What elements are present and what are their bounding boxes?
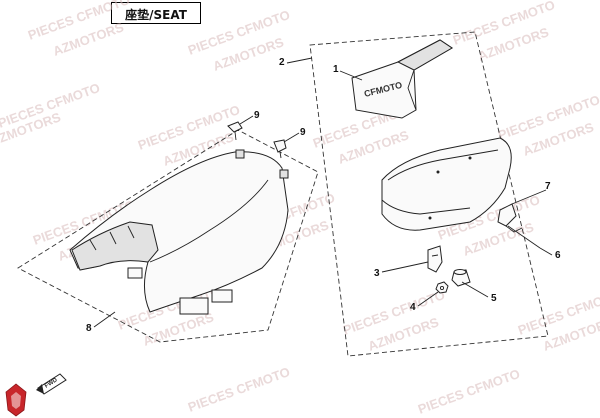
diagram-title: 座垫/SEAT bbox=[125, 8, 187, 22]
title-box: 座垫/SEAT bbox=[111, 2, 201, 24]
part-6-latch-rod bbox=[507, 225, 541, 249]
callout-1: 1 bbox=[333, 64, 339, 75]
seat-assembly-boundary bbox=[17, 129, 319, 343]
callout-4: 4 bbox=[410, 302, 416, 313]
part-3-bracket bbox=[427, 245, 443, 273]
part-8-seat bbox=[69, 149, 289, 315]
callout-2: 2 bbox=[279, 57, 285, 68]
brand-logo bbox=[5, 383, 27, 417]
watermark-line1: PIECES CFMOTO bbox=[416, 366, 522, 417]
callout-7: 7 bbox=[545, 181, 551, 192]
callout-9-left: 9 bbox=[254, 110, 260, 121]
part-2-rear-cowl bbox=[381, 137, 512, 231]
part-1-seat-cover: CFMOTO bbox=[351, 39, 453, 119]
callout-8: 8 bbox=[86, 323, 92, 334]
part-9-screw-right bbox=[273, 139, 287, 159]
watermark-line1: PIECES CFMOTO bbox=[186, 364, 292, 415]
part-4-nut bbox=[435, 281, 449, 294]
part-9-screw-left bbox=[227, 121, 243, 141]
callout-3: 3 bbox=[374, 268, 380, 279]
leader-lines bbox=[93, 57, 553, 328]
callout-9-right: 9 bbox=[300, 127, 306, 138]
part-7-latch bbox=[497, 203, 523, 233]
callout-5: 5 bbox=[491, 293, 497, 304]
forward-direction-indicator: FWD bbox=[36, 373, 67, 395]
part-5-rubber-buffer bbox=[451, 269, 471, 287]
callout-6: 6 bbox=[555, 250, 561, 261]
